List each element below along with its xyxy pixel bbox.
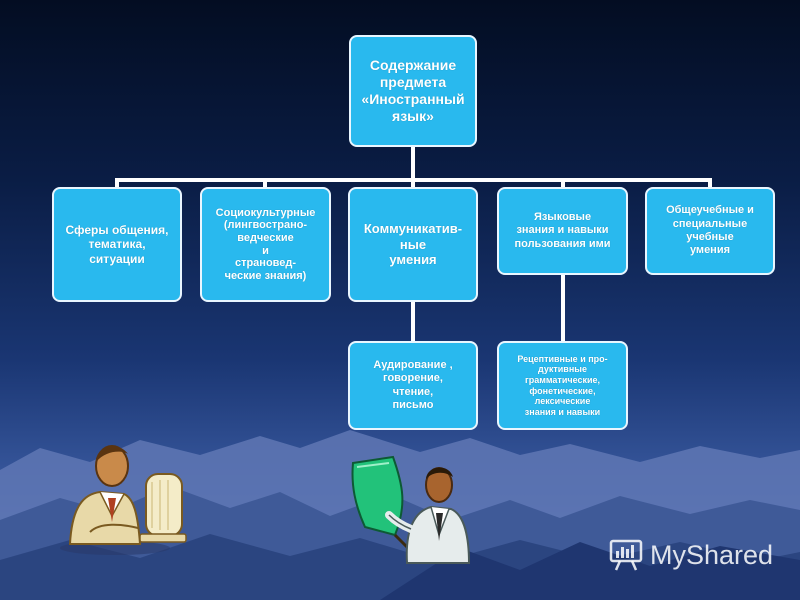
connector-to-level1-2: [263, 178, 267, 190]
man-at-computer-illustration: [60, 445, 187, 555]
node-communication-spheres: Сферы общения, тематика, ситуации: [52, 187, 182, 302]
root-node: Содержание предмета «Иностранный язык»: [349, 35, 477, 147]
node-receptive-productive: Рецептивные и про- дуктивные грамматичес…: [497, 341, 628, 430]
presentation-board-icon: [609, 539, 643, 571]
connector-root-down: [411, 146, 415, 180]
node-sociocultural: Социокультурные (лингвострано- ведческие…: [200, 187, 331, 302]
connector-to-level1-5: [708, 178, 712, 190]
node-language-knowledge: Языковые знания и навыки пользования ими: [497, 187, 628, 275]
watermark-text: MyShared: [650, 539, 774, 570]
node-speech-activities: Аудирование , говорение, чтение, письмо: [348, 341, 478, 430]
connector-to-level1-4: [561, 178, 565, 190]
node-communicative-skills: Коммуникатив- ные умения: [348, 187, 478, 302]
node-general-skills: Общеучебные и специальные учебные умения: [645, 187, 775, 275]
watermark: MyShared: [608, 536, 773, 574]
connector-to-level1-1: [115, 178, 119, 190]
connector-to-level2-1: [411, 300, 415, 344]
connector-to-level1-3: [411, 178, 415, 190]
connector-to-level2-2: [561, 274, 565, 344]
presenter-with-board-illustration: [351, 455, 471, 564]
